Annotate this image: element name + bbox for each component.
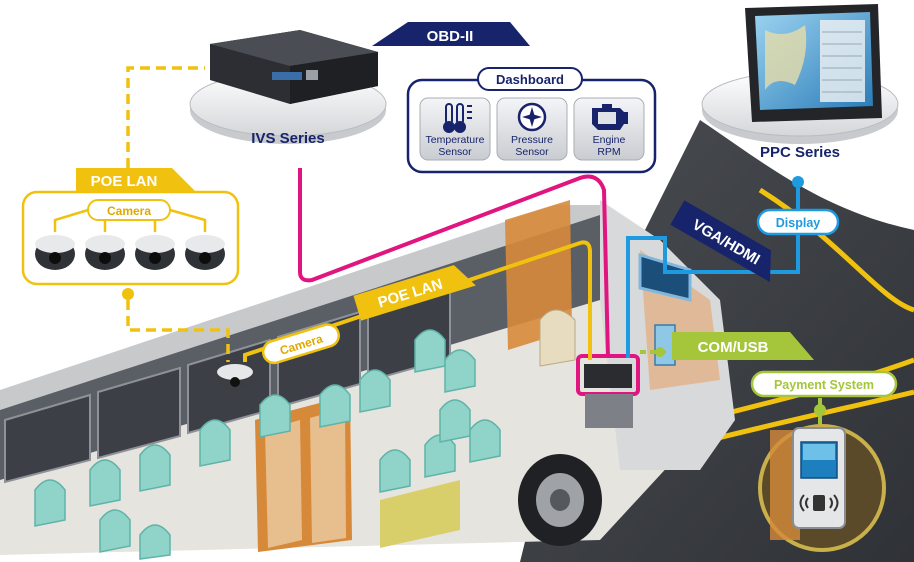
bus-wheel	[518, 454, 602, 546]
temperature-label-line1: Temperature	[426, 134, 485, 146]
dome-camera-icon	[135, 235, 175, 270]
ppc-series-node: PPC Series	[701, 4, 899, 161]
ivs-box-pc-icon	[210, 30, 378, 104]
driver-seat	[539, 309, 576, 367]
blue-display-line	[626, 188, 800, 358]
connector-dot-green	[814, 404, 826, 416]
poe-lan-top-label: POE LAN	[91, 173, 158, 190]
payment-system-label: Payment System	[774, 378, 874, 392]
obd-ii-label: OBD-II	[427, 28, 474, 45]
obd-ii-group: OBD-II Dashboard Temperature Sensor	[372, 22, 657, 174]
info-panel	[380, 480, 460, 548]
dome-camera-icon	[185, 235, 225, 270]
connector-dot-yellow	[122, 288, 134, 300]
pressure-sensor-tile: Pressure Sensor	[496, 97, 568, 161]
ppc-series-label: PPC Series	[760, 144, 840, 161]
ppc-panel-pc-icon	[745, 4, 882, 122]
payment-terminal-callout	[758, 424, 886, 552]
payment-system-pill: Payment System	[750, 370, 898, 416]
gauge-icon	[517, 102, 547, 132]
yellow-poe-bus-line	[243, 240, 592, 362]
bus-roof-edge	[0, 205, 600, 410]
dome-camera-icons	[35, 235, 225, 270]
connector-dot-green-left	[655, 347, 665, 357]
dome-camera-icon	[35, 235, 75, 270]
ivs-series-label: IVS Series	[251, 130, 324, 147]
poe-lan-dashed-line-bottom	[126, 300, 230, 362]
payment-terminal-icon	[792, 427, 846, 529]
dashboard-label: Dashboard	[496, 72, 564, 87]
temperature-sensor-tile: Temperature Sensor	[419, 97, 491, 161]
display-pill: Display	[756, 176, 840, 236]
engine-rpm-tile: Engine RPM	[573, 97, 645, 161]
in-bus-monitor	[638, 252, 692, 302]
temperature-label-line2: Sensor	[438, 146, 472, 158]
camera-bus-pill: Camera	[261, 323, 340, 365]
poe-lan-dashed-line-top	[126, 66, 205, 168]
contactless-icon	[799, 494, 839, 512]
dome-camera-icon	[85, 235, 125, 270]
poe-lan-top-tab	[76, 168, 196, 192]
engine-icon	[592, 104, 628, 130]
engine-label-line2: RPM	[597, 146, 620, 158]
thermometer-icon	[443, 103, 472, 133]
obd-ii-tab	[372, 22, 530, 46]
engine-label-line1: Engine	[593, 134, 626, 146]
pressure-label-line2: Sensor	[515, 146, 549, 158]
dashboard-title-pill	[477, 67, 583, 91]
com-usb-ribbon: COM/USB	[655, 332, 814, 360]
ivs-series-node: IVS Series	[189, 30, 387, 147]
connection-lines	[126, 66, 822, 428]
com-usb-label: COM/USB	[698, 339, 769, 356]
road-lane-line	[758, 187, 914, 313]
magenta-ivs-line	[298, 168, 610, 359]
pressure-label-line1: Pressure	[511, 134, 553, 146]
seats	[34, 329, 501, 560]
poe-lan-camera-group: POE LAN Camera	[21, 168, 240, 300]
camera-box-label: Camera	[107, 204, 151, 218]
bus-camera-icon	[217, 364, 253, 392]
connector-dot-blue	[792, 176, 804, 188]
display-label: Display	[776, 216, 821, 230]
